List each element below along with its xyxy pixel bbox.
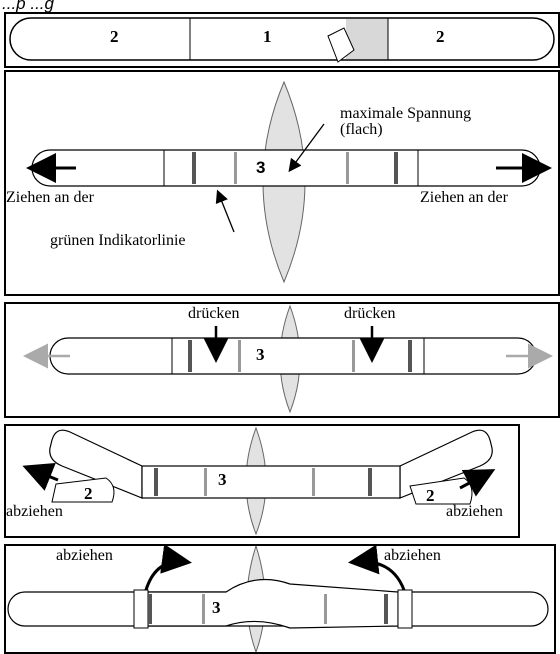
panel-1-strip-overview: 2 1 2 xyxy=(4,12,560,68)
label-pull-right: Ziehen an der xyxy=(420,189,508,206)
panel-2-stretch: maximale Spannung (flach) 3 Ziehen an de… xyxy=(4,70,560,296)
panel-3-press: drücken drücken 3 xyxy=(4,302,560,418)
center-number: 3 xyxy=(212,598,221,617)
label-press-right: drücken xyxy=(344,305,396,322)
label-peel-right: abziehen xyxy=(384,547,441,564)
label-indicator-line: grünen Indikatorlinie xyxy=(50,232,186,249)
label-peel-left: abziehen xyxy=(6,503,63,520)
label-pull-left: Ziehen an der xyxy=(6,189,94,206)
tab-label-left: 2 xyxy=(84,484,93,503)
strip-diagram-5 xyxy=(7,546,549,652)
header-title: ...p ...g xyxy=(2,0,54,13)
center-number: 3 xyxy=(218,470,227,489)
strip-diagram-1 xyxy=(9,17,555,63)
label-press-left: drücken xyxy=(188,305,240,322)
strip-diagram-4 xyxy=(22,426,496,536)
tab-label-left: 2 xyxy=(110,27,119,46)
panel-4-peel-tabs: 3 2 2 abziehen abziehen xyxy=(4,424,520,538)
label-peel-right: abziehen xyxy=(446,503,503,520)
center-number: 3 xyxy=(256,345,265,364)
label-flat: (flach) xyxy=(340,121,383,138)
center-label: 1 xyxy=(263,27,272,46)
panel-5-peel-fold: abziehen abziehen 3 xyxy=(4,544,556,654)
label-peel-left: abziehen xyxy=(56,547,113,564)
label-max-tension: maximale Spannung xyxy=(340,105,472,122)
strip-diagram-2 xyxy=(25,80,552,284)
center-number: 3 xyxy=(256,158,266,177)
tab-label-right: 2 xyxy=(426,486,435,505)
strip-diagram-3 xyxy=(23,304,553,414)
tab-label-right: 2 xyxy=(436,27,445,46)
